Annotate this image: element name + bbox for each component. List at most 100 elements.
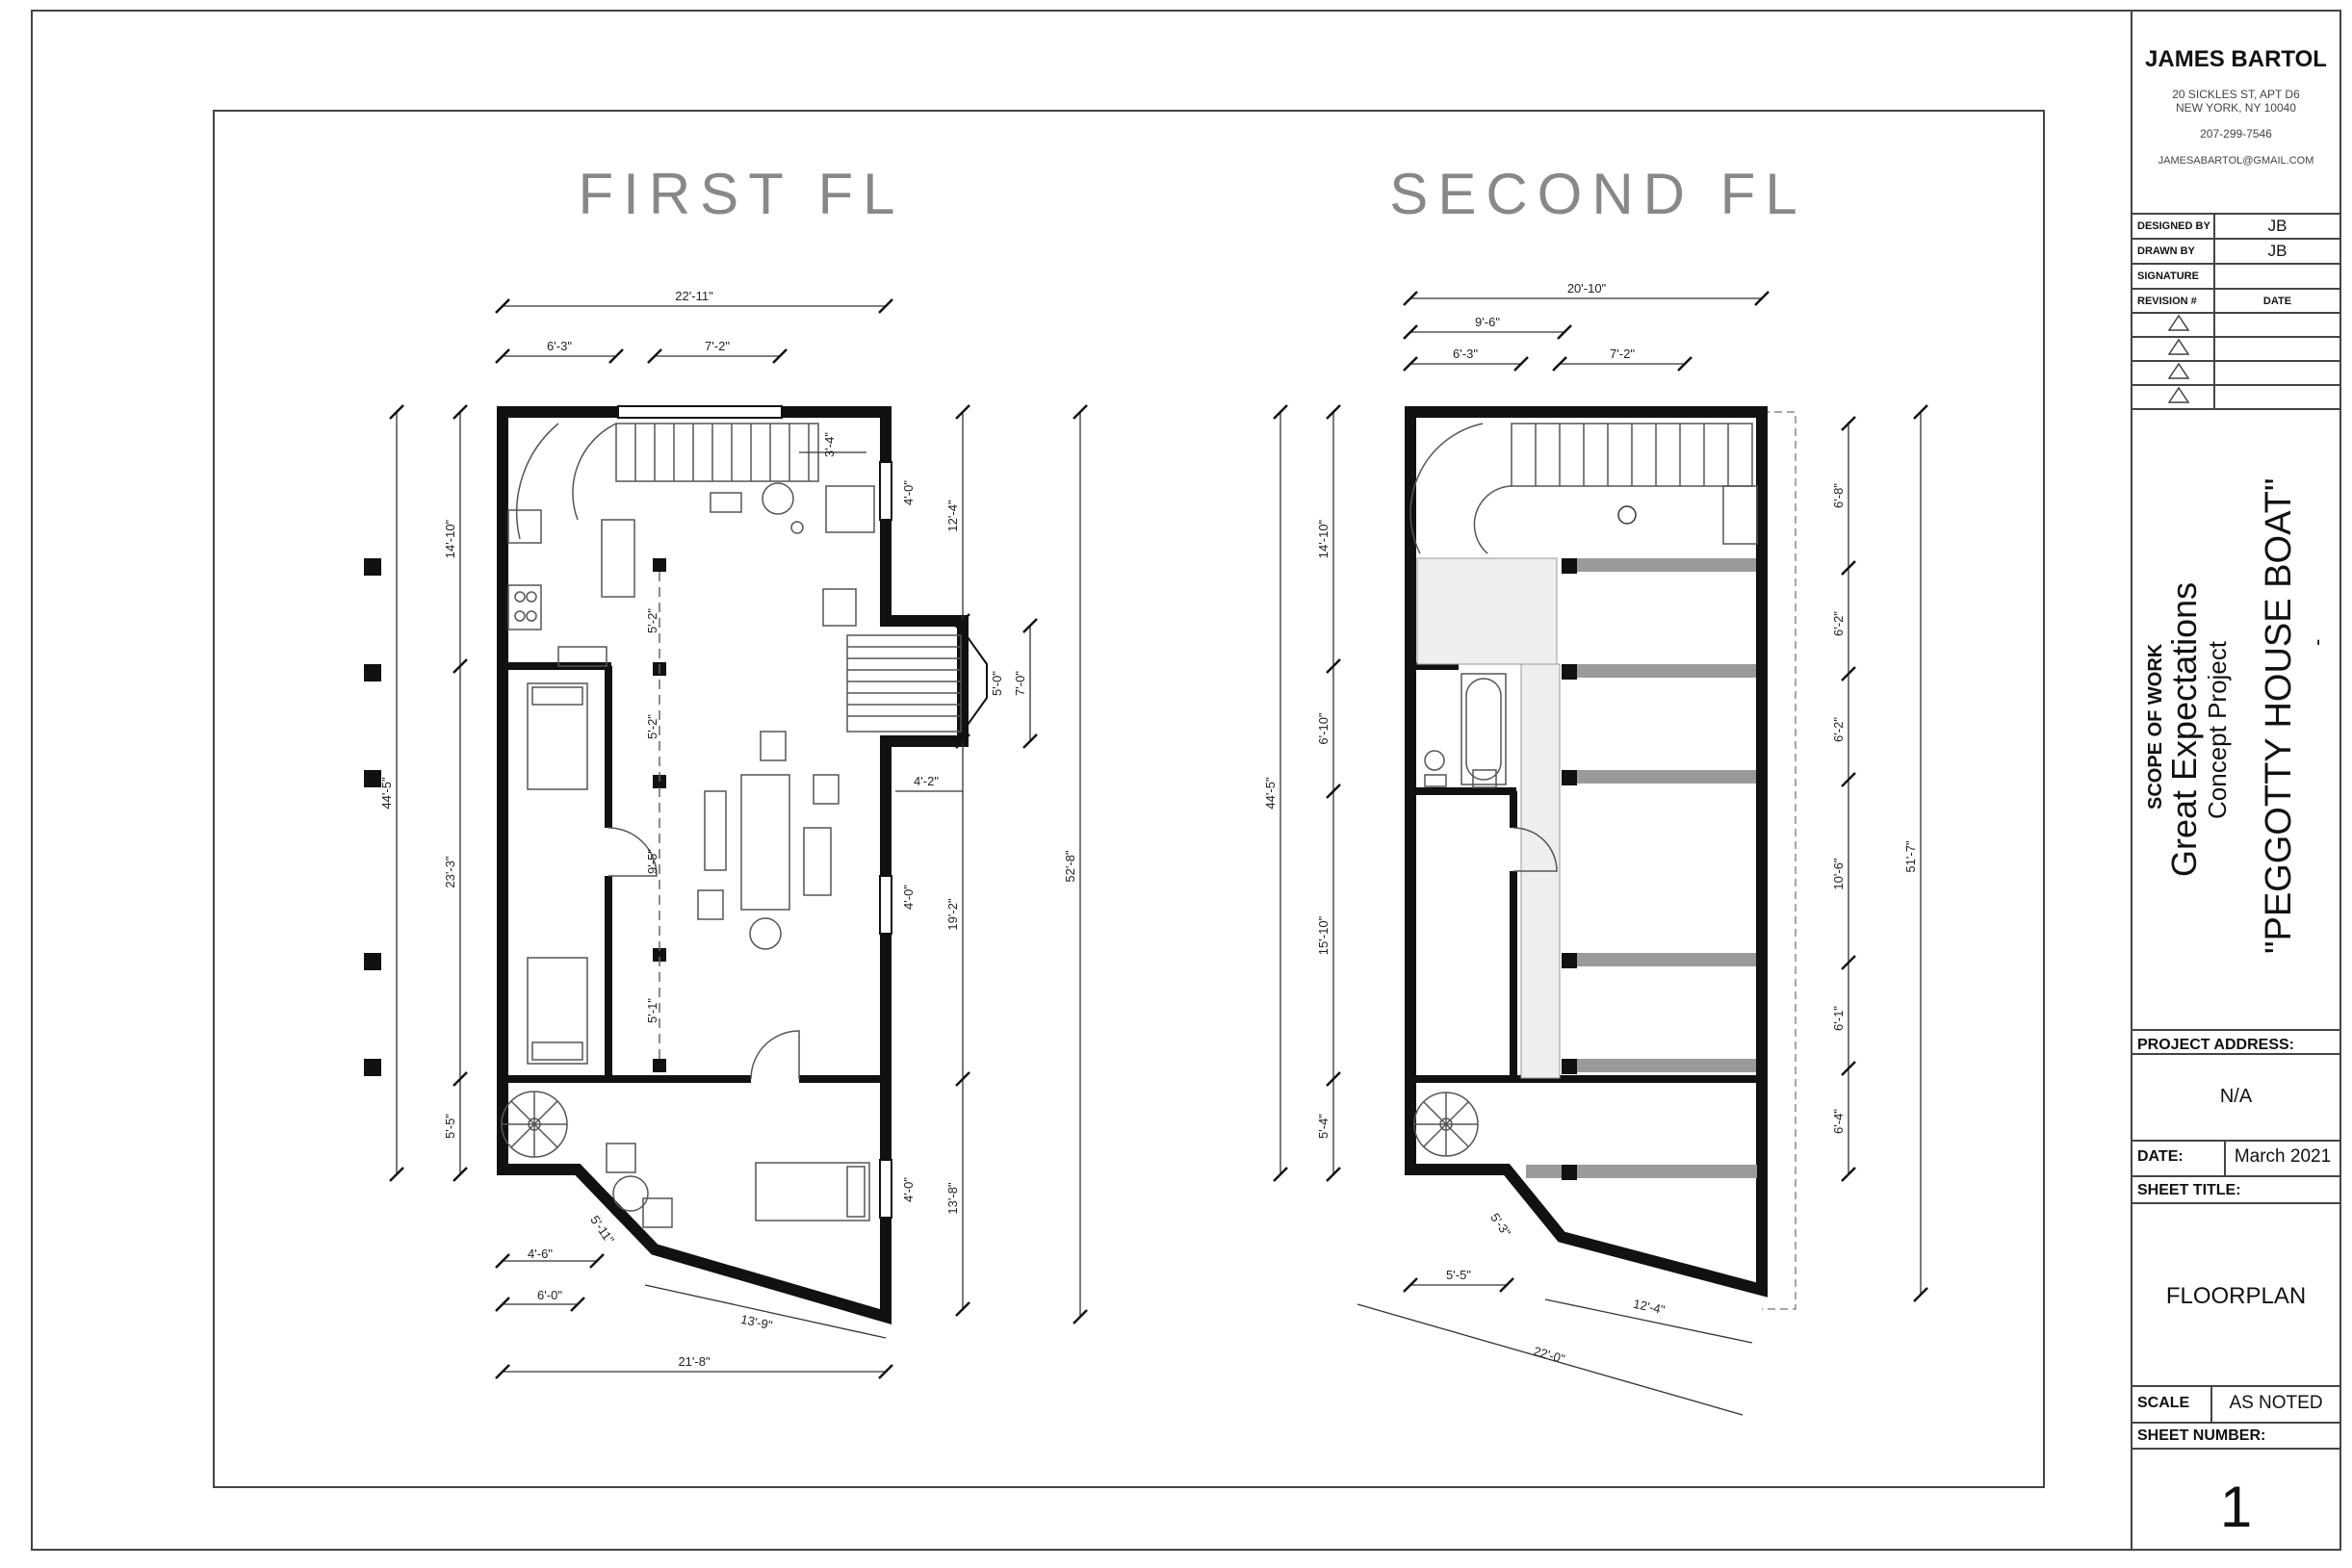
dim-label: 6'-3" bbox=[547, 339, 572, 353]
second-floor-dimension-lines bbox=[1279, 297, 1922, 1416]
dim-label: 19'-2" bbox=[945, 898, 960, 931]
scale-value: AS NOTED bbox=[2229, 1393, 2323, 1413]
dim-label: 9'-6" bbox=[1475, 315, 1500, 329]
signature-label: SIGNATURE bbox=[2137, 270, 2199, 282]
dim-label: 12'-4" bbox=[1632, 1297, 1667, 1318]
dim-label: 13'-8" bbox=[945, 1182, 960, 1215]
first-floor-kitchen bbox=[507, 509, 635, 667]
sheet-title-label: SHEET TITLE: bbox=[2137, 1182, 2241, 1198]
sheet-number-label: SHEET NUMBER: bbox=[2137, 1427, 2266, 1444]
revision-triangle-icon bbox=[2167, 362, 2190, 379]
revision-label: REVISION # bbox=[2137, 296, 2197, 307]
second-floor-beams bbox=[1526, 558, 1757, 1180]
sheet-number-value: 1 bbox=[2219, 1475, 2253, 1539]
dim-label: 4'-2" bbox=[914, 774, 939, 788]
second-floor-spiral-stair bbox=[1413, 1092, 1479, 1157]
dim-label: 15'-10" bbox=[1316, 915, 1331, 955]
dim-label: 4'-0" bbox=[901, 1177, 916, 1202]
first-floor-columns bbox=[364, 558, 666, 1076]
dim-label: 5'-5" bbox=[1446, 1268, 1471, 1282]
revision-triangle-icon bbox=[2167, 386, 2190, 403]
first-floor-beds bbox=[527, 682, 870, 1221]
second-floor-bathroom bbox=[1424, 673, 1507, 788]
dim-label: 6'-3" bbox=[1453, 347, 1478, 361]
dim-label: 6'-2" bbox=[1831, 717, 1846, 742]
second-floor-deck-outline bbox=[1762, 411, 1796, 1310]
dim-label: 22'-11" bbox=[675, 289, 713, 303]
dim-label: 5'-5" bbox=[443, 1114, 457, 1139]
second-floor-marker-icon bbox=[1617, 505, 1637, 525]
dim-label: 44'-5" bbox=[1263, 777, 1278, 810]
date-value: March 2021 bbox=[2234, 1146, 2332, 1167]
dim-label: 4'-0" bbox=[901, 480, 916, 505]
first-floor-title: FIRST FL bbox=[579, 162, 905, 226]
dim-label: 5'-3" bbox=[1487, 1211, 1513, 1240]
dim-label: 6'-8" bbox=[1831, 483, 1846, 508]
dim-label: 7'-0" bbox=[1013, 671, 1027, 696]
second-floor-door bbox=[1512, 827, 1558, 872]
second-floor-plan: SECOND FL bbox=[1263, 162, 1928, 1416]
dim-label: 6'-1" bbox=[1831, 1006, 1846, 1031]
first-floor-plan: FIRST FL bbox=[364, 162, 1088, 1379]
date-label: DATE: bbox=[2137, 1148, 2184, 1165]
dim-label: 6'-2" bbox=[1831, 611, 1846, 636]
dim-label: 23'-3" bbox=[443, 856, 457, 888]
first-floor-entry-bay bbox=[962, 630, 988, 733]
dim-label: 22'-0" bbox=[1532, 1344, 1566, 1367]
dim-label: 12'-4" bbox=[945, 500, 960, 532]
scale-label: SCALE bbox=[2137, 1395, 2190, 1411]
designed-by-label: DESIGNED BY bbox=[2137, 220, 2210, 232]
titleblock: JAMES BARTOL 20 SICKLES ST, APT D6 NEW Y… bbox=[2132, 11, 2340, 1550]
dim-label: 7'-2" bbox=[1610, 347, 1635, 361]
first-floor-dimension-ticks bbox=[389, 298, 1088, 1379]
project-subtitle: Concept Project bbox=[2203, 641, 2232, 819]
project-address-label: PROJECT ADDRESS: bbox=[2137, 1037, 2294, 1053]
dim-label: 10'-6" bbox=[1831, 858, 1846, 890]
dim-label: 5'-1" bbox=[645, 998, 659, 1023]
dim-label: 5'-2" bbox=[645, 608, 659, 633]
dim-label: 14'-10" bbox=[1316, 519, 1331, 558]
first-floor-straight-stair bbox=[846, 634, 962, 733]
dim-label: 6'-4" bbox=[1831, 1109, 1846, 1134]
project-name-dash: - bbox=[2305, 638, 2329, 646]
revision-triangle-icon bbox=[2167, 314, 2190, 331]
sheet-title-value: FLOORPLAN bbox=[2165, 1283, 2307, 1309]
designed-by-value: JB bbox=[2267, 217, 2287, 235]
dim-label: 4'-6" bbox=[528, 1247, 553, 1261]
revision-triangle-icon bbox=[2167, 338, 2190, 355]
dim-label: 51'-7" bbox=[1903, 840, 1918, 873]
dim-label: 6'-0" bbox=[537, 1288, 562, 1302]
dim-label: 44'-5" bbox=[379, 777, 394, 810]
dim-label: 5'-11" bbox=[587, 1213, 617, 1247]
project-title: Great Expectations bbox=[2164, 581, 2204, 877]
designer-name: JAMES BARTOL bbox=[2145, 46, 2327, 72]
designer-address-line2: NEW YORK, NY 10040 bbox=[2176, 101, 2296, 115]
first-floor-exterior-wall bbox=[497, 406, 969, 1324]
dim-label: 21'-8" bbox=[678, 1354, 711, 1369]
first-floor-dimension-lines bbox=[396, 305, 1081, 1373]
designer-email: JAMESABARTOL@GMAIL.COM bbox=[2158, 155, 2314, 167]
second-floor-dimension-ticks bbox=[1273, 291, 1928, 1302]
dim-label: 5'-2" bbox=[645, 714, 659, 739]
dim-label: 5'-4" bbox=[1316, 1114, 1331, 1139]
first-floor-windows bbox=[617, 405, 892, 1219]
drawn-by-value: JB bbox=[2267, 242, 2287, 260]
dim-label: 6'-10" bbox=[1316, 712, 1331, 745]
dim-label: 3'-4" bbox=[822, 432, 837, 457]
designer-phone: 207-299-7546 bbox=[2200, 127, 2272, 141]
first-floor-curved-stair bbox=[516, 423, 819, 540]
revision-triangles bbox=[2167, 314, 2190, 403]
designer-address-line1: 20 SICKLES ST, APT D6 bbox=[2172, 88, 2300, 101]
project-address-value: N/A bbox=[2219, 1086, 2253, 1107]
drawn-by-label: DRAWN BY bbox=[2137, 245, 2195, 257]
dim-label: 7'-2" bbox=[705, 339, 730, 353]
first-floor-living-furniture bbox=[606, 482, 875, 1228]
second-floor-hatch bbox=[1416, 557, 1561, 1079]
dim-label: 13'-9" bbox=[739, 1312, 774, 1333]
second-floor-dimension-labels: 20'-10" 9'-6" 6'-3" 7'-2" 5'-5" 12'-4" 2… bbox=[1263, 281, 1918, 1367]
revision-date-label: DATE bbox=[2262, 296, 2292, 307]
second-floor-exterior-wall bbox=[1405, 406, 1768, 1298]
drawing-frame bbox=[213, 110, 2045, 1488]
sheet-border bbox=[31, 10, 2341, 1551]
